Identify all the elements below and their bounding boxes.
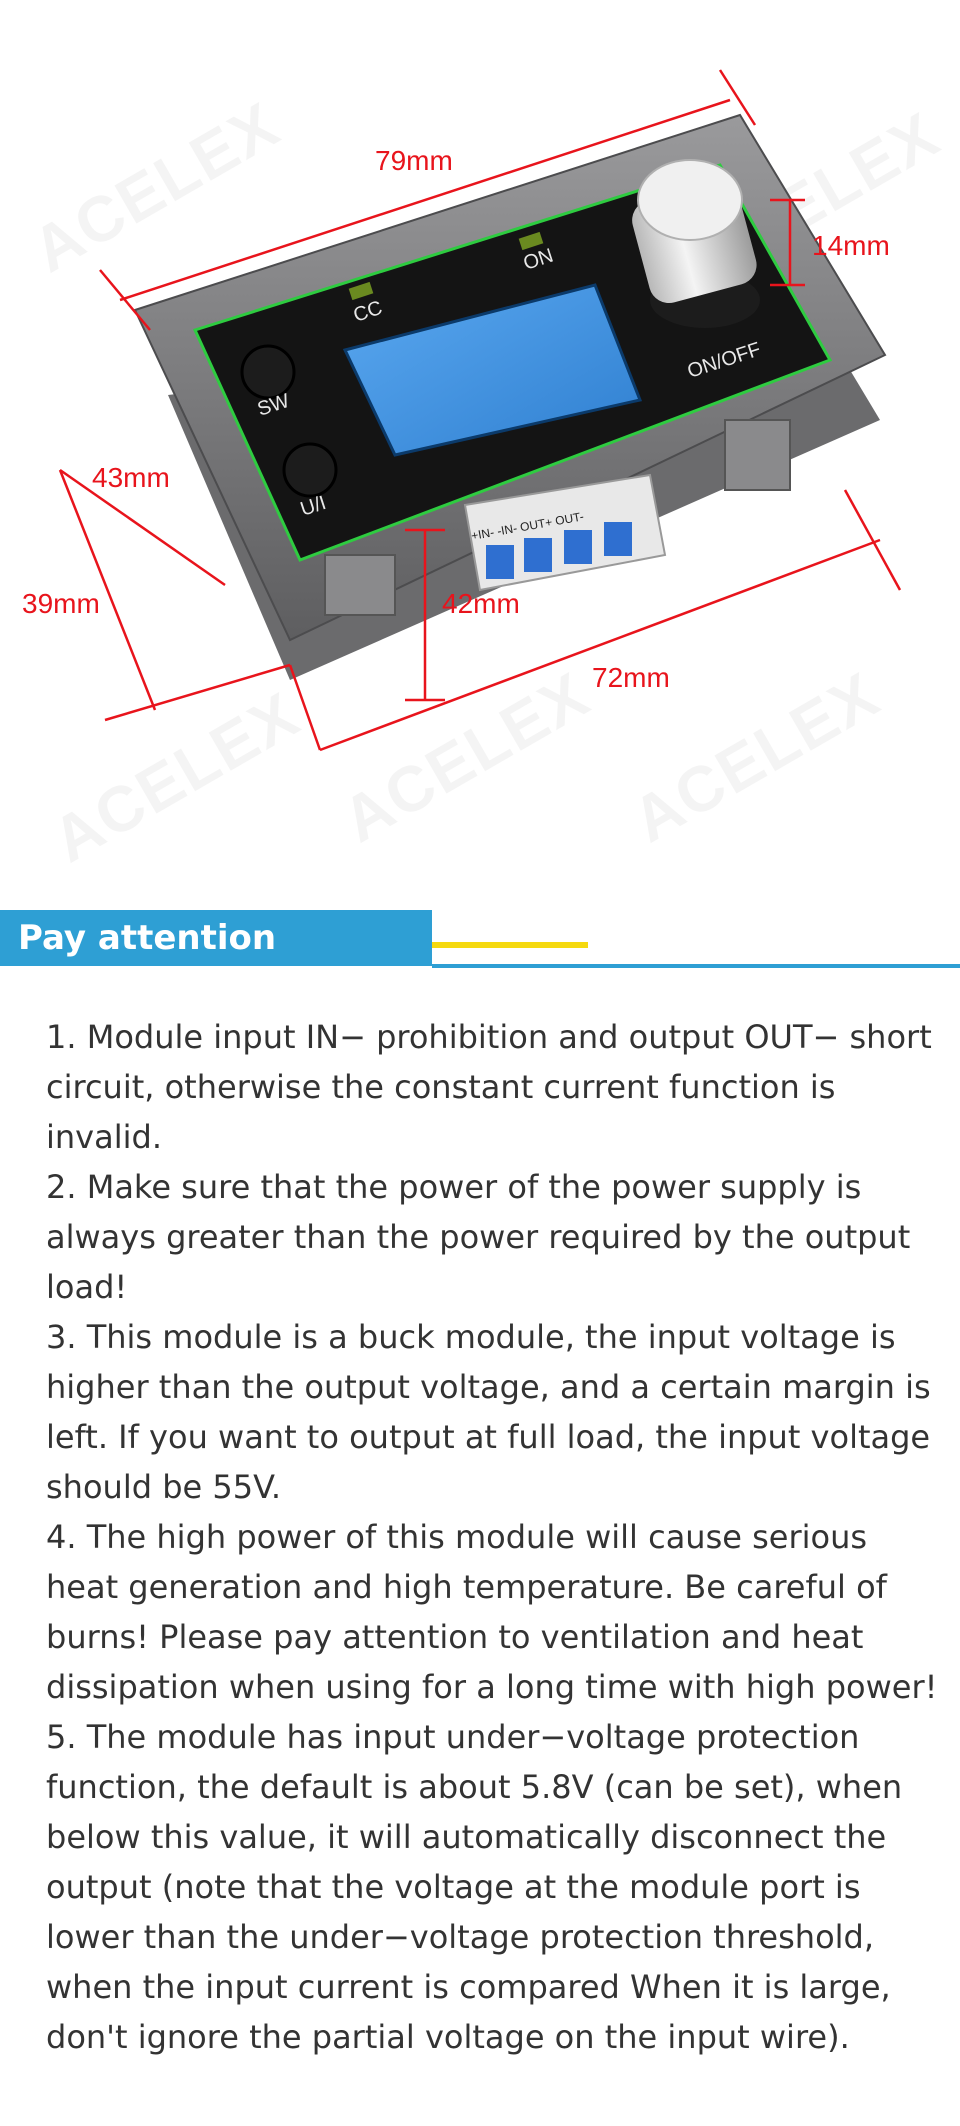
ui-button bbox=[282, 442, 338, 498]
section-header-bar: Pay attention bbox=[0, 910, 432, 966]
dimension-panel-height: 43mm bbox=[92, 462, 170, 493]
device-illustration: CC ON SW U/I ON/OFF +IN- -IN- OUT+ OUT- bbox=[58, 69, 902, 752]
device-screen bbox=[342, 283, 643, 457]
terminal-screw bbox=[486, 545, 514, 579]
note-item: 4. The high power of this module will ca… bbox=[46, 1518, 938, 1706]
cc-led bbox=[348, 281, 374, 301]
dimension-terminal-height: 42mm bbox=[442, 588, 520, 619]
note-item: 1. Module input IN− prohibition and outp… bbox=[46, 1018, 932, 1156]
dimension-body-height: 39mm bbox=[22, 588, 100, 619]
dimension-width-top: 79mm bbox=[375, 145, 453, 176]
attention-notes: 1. Module input IN− prohibition and outp… bbox=[46, 1012, 946, 2062]
section-underline bbox=[432, 964, 960, 968]
on-led bbox=[518, 231, 544, 251]
terminal-screw bbox=[604, 522, 632, 556]
note-item: 2. Make sure that the power of the power… bbox=[46, 1168, 911, 1306]
terminal-screw bbox=[564, 530, 592, 564]
knob-top bbox=[637, 159, 743, 241]
section-header: Pay attention bbox=[0, 910, 960, 972]
sw-button bbox=[240, 344, 296, 400]
section-title: Pay attention bbox=[18, 918, 277, 958]
note-item: 3. This module is a buck module, the inp… bbox=[46, 1318, 931, 1506]
dimension-body-width: 72mm bbox=[592, 662, 670, 693]
mount-clip bbox=[324, 554, 396, 616]
section-accent-line bbox=[432, 942, 588, 948]
product-dimension-diagram: ACELEX ACELEX ACELEX ACELEX ACELEX bbox=[0, 0, 960, 880]
mount-clip bbox=[724, 419, 791, 491]
dimension-lines bbox=[58, 69, 902, 752]
note-item: 5. The module has input under−voltage pr… bbox=[46, 1718, 903, 2056]
terminal-screw bbox=[524, 538, 552, 572]
dimension-knob-height: 14mm bbox=[812, 230, 890, 261]
